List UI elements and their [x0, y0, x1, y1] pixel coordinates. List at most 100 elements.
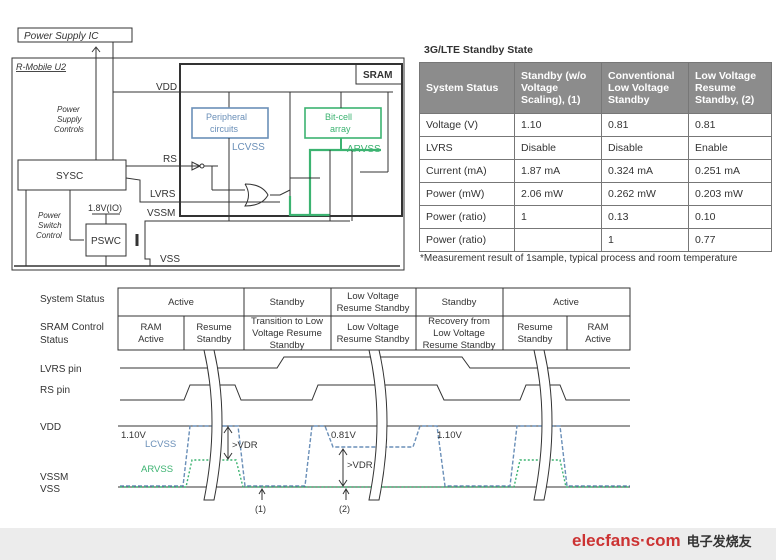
cell: 0.81: [601, 113, 689, 137]
psw-label: Switch: [38, 221, 62, 230]
status-cell: Standby: [270, 297, 305, 308]
cell: 0.262 mW: [601, 182, 689, 206]
sram-cell: Transition to Low: [251, 316, 323, 327]
col-header: Conventional Low Voltage Standby: [601, 62, 689, 114]
cell: 0.324 mA: [601, 159, 689, 183]
psc-label: Controls: [54, 125, 84, 134]
psc-label: Power: [57, 105, 80, 114]
marker-arrow-1: [258, 488, 266, 500]
label-vss: VSS: [40, 484, 60, 495]
table-title: 3G/LTE Standby State: [424, 44, 533, 56]
sram-cell: Standby: [197, 334, 232, 345]
v-low-label: 0.81V: [331, 430, 356, 441]
circuit-diagram: [11, 27, 405, 271]
peripheral-label: circuits: [210, 124, 239, 134]
status-cell: Active: [168, 297, 194, 308]
label-rs: RS pin: [40, 385, 70, 396]
peripheral-label: Peripheral: [206, 112, 247, 122]
cell: Power (ratio): [419, 228, 515, 252]
status-cell: Resume Standby: [337, 303, 410, 314]
v-high2-label: 1.10V: [437, 430, 462, 441]
rs-label: RS: [163, 154, 177, 165]
cell: 0.10: [688, 205, 772, 229]
vdr-arrow-2: [338, 448, 348, 487]
vss-label: VSS: [160, 254, 180, 265]
chip-label: R-Mobile U2: [16, 62, 66, 72]
sram-cell: Active: [138, 334, 164, 345]
io-label: 1.8V(IO): [88, 203, 122, 213]
bitcell-label: array: [330, 124, 351, 134]
marker-1: (1): [255, 504, 266, 514]
psw-label: Power: [38, 211, 61, 220]
lvrs-label: LVRS: [150, 189, 176, 200]
cell: 0.13: [601, 205, 689, 229]
label-vssm: VSSM: [40, 472, 68, 483]
sram-cell: Standby: [270, 340, 305, 351]
label-vdd: VDD: [40, 422, 61, 433]
cell: 1: [601, 228, 689, 252]
status-cell: Active: [553, 297, 579, 308]
marker-2: (2): [339, 504, 350, 514]
sram-cell: RAM: [587, 322, 608, 333]
lcvss-wave-label: LCVSS: [145, 439, 176, 450]
cell: 2.06 mW: [514, 182, 602, 206]
bitcell-label: Bit-cell: [325, 112, 352, 122]
sram-cell: Low Voltage: [433, 328, 485, 339]
marker-arrow-2: [342, 488, 350, 500]
psw-label: Control: [36, 231, 62, 240]
sram-cell: Resume: [517, 322, 552, 333]
cell: 0.251 mA: [688, 159, 772, 183]
sysc-label: SYSC: [56, 171, 83, 182]
sram-cell: Resume Standby: [423, 340, 496, 351]
sram-label: SRAM: [363, 70, 392, 81]
cell: Enable: [688, 136, 772, 160]
watermark-cn: 电子发烧友: [686, 534, 752, 549]
arvss-label: ARVSS: [347, 144, 381, 155]
col-header: Low Voltage Resume Standby, (2): [688, 62, 772, 114]
cell: [514, 228, 602, 252]
sram-cell: Standby: [518, 334, 553, 345]
sram-cell: Resume Standby: [337, 334, 410, 345]
cell: 0.77: [688, 228, 772, 252]
vdd-label: VDD: [156, 82, 177, 93]
timing-breaks: [203, 349, 553, 501]
sram-cell: Resume: [196, 322, 231, 333]
timing-labels: System Status SRAM Control Status LVRS p…: [40, 291, 611, 514]
cell: Voltage (V): [419, 113, 515, 137]
col-header: Standby (w/o Voltage Scaling), (1): [514, 62, 602, 114]
vdr-arrow-1: [223, 426, 233, 460]
vdr-label: >VDR: [232, 440, 258, 451]
label-sram: Status: [40, 335, 68, 346]
cell: LVRS: [419, 136, 515, 160]
pswc-label: PSWC: [91, 236, 121, 247]
cell: 1.87 mA: [514, 159, 602, 183]
col-header: System Status: [419, 62, 515, 114]
footer-band: [0, 528, 776, 560]
standby-table: System Status Standby (w/o Voltage Scali…: [419, 62, 772, 252]
psc-label: Supply: [57, 115, 82, 124]
arvss-wave-label: ARVSS: [141, 464, 173, 475]
label-sram: SRAM Control: [40, 322, 104, 333]
label-system-status: System Status: [40, 294, 104, 305]
sram-cell: Voltage Resume: [252, 328, 322, 339]
vssm-label: VSSM: [147, 208, 175, 219]
status-cell: Standby: [442, 297, 477, 308]
cell: Power (mW): [419, 182, 515, 206]
lcvss-label: LCVSS: [232, 142, 265, 153]
cell: 1.10: [514, 113, 602, 137]
power-supply-ic-label: Power Supply IC: [24, 31, 99, 42]
sram-cell: RAM: [140, 322, 161, 333]
cell: Power (ratio): [419, 205, 515, 229]
lcvss-wave: [120, 425, 630, 487]
circuit-labels: Power Supply IC R-Mobile U2 SRAM VDD Pow…: [16, 31, 392, 265]
cell: Current (mA): [419, 159, 515, 183]
v-high-label: 1.10V: [121, 430, 146, 441]
